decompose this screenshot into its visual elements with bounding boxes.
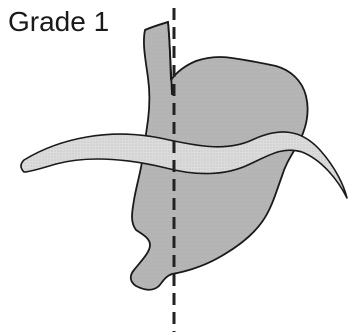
- anatomy-illustration: [0, 0, 349, 335]
- grade-1-diagram: Grade 1: [0, 0, 349, 335]
